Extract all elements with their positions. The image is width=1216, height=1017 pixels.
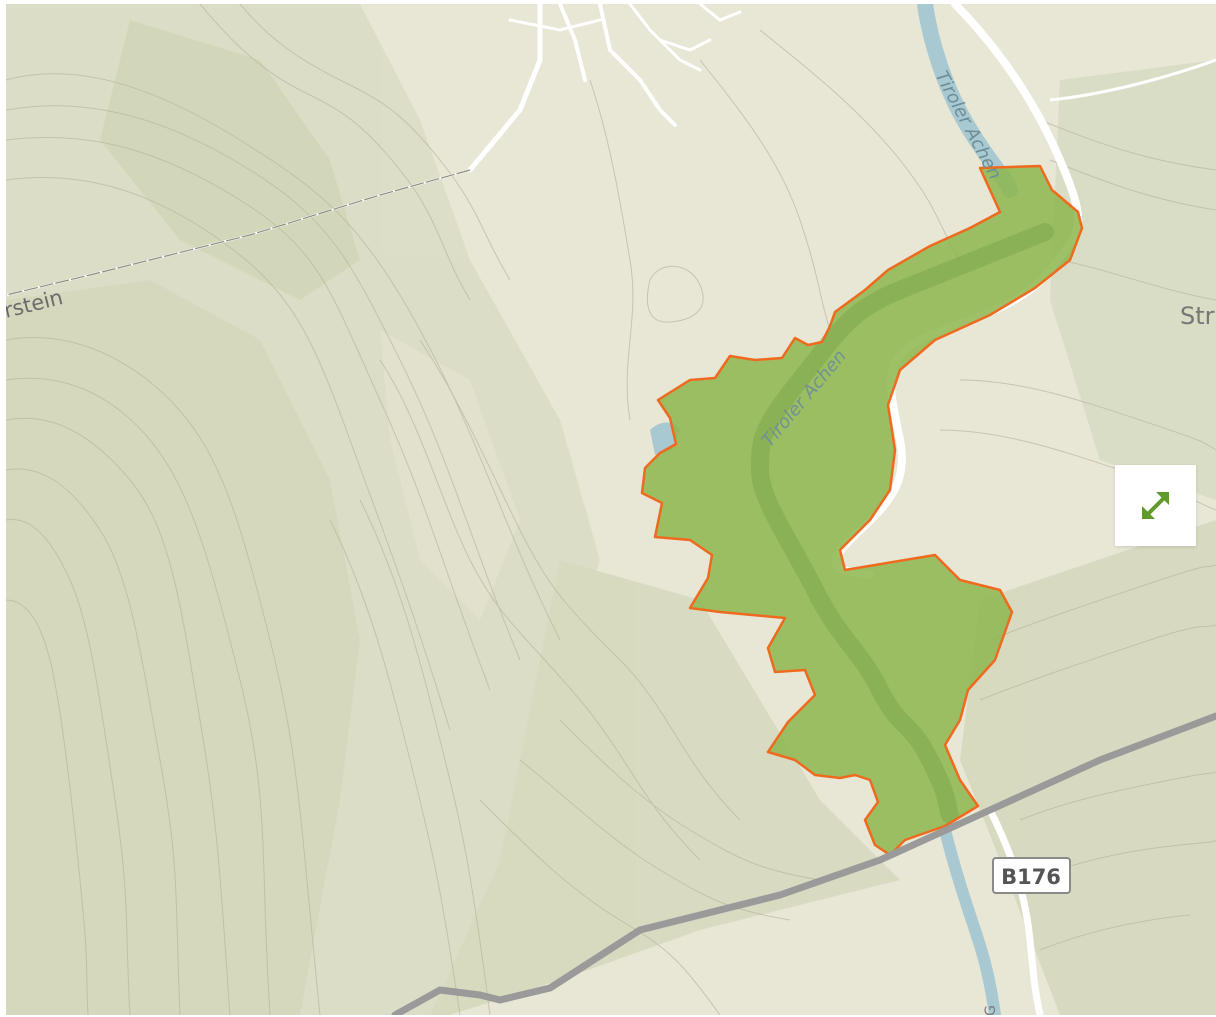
road-northeast (1049, 58, 1216, 102)
road-shield-label: B176 (1001, 865, 1061, 889)
road-south (986, 808, 1044, 1015)
road-shield: B176 (992, 857, 1071, 894)
expand-arrows-icon (1141, 491, 1169, 519)
river-in-area (750, 223, 1054, 824)
protected-area-outline (640, 164, 1084, 857)
highway (391, 712, 1216, 1015)
place-label-right: Str (1180, 302, 1215, 330)
expand-map-button[interactable] (1115, 465, 1196, 546)
map-canvas[interactable]: B176 Tiroler Achen Tiroler Achen rstein … (6, 4, 1216, 1015)
terrain-shading (6, 4, 1216, 1015)
contour-lines (6, 4, 1216, 1015)
road-label-bottom: G (983, 1005, 999, 1015)
map-svg: B176 Tiroler Achen Tiroler Achen rstein … (6, 4, 1216, 1015)
aerial-cableway (6, 169, 471, 296)
protected-area[interactable] (642, 166, 1082, 855)
